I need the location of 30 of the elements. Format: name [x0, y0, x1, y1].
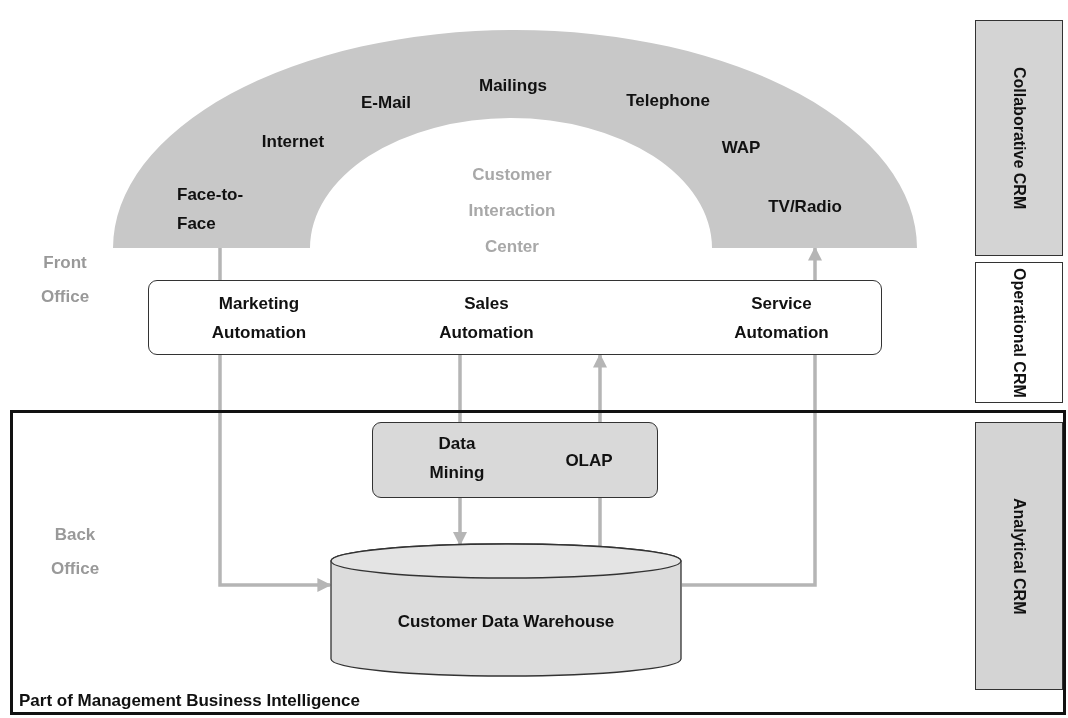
process-box — [148, 280, 882, 355]
layer-label: Analytical CRM — [1009, 497, 1029, 615]
center-label: Customer Interaction Center — [467, 164, 557, 258]
frame-box — [10, 410, 1066, 715]
frame-title: Part of Management Business Intelligence — [19, 690, 362, 712]
arrow — [218, 355, 332, 592]
arrow — [808, 246, 822, 280]
node-label: Service Automation — [733, 293, 830, 344]
database-cylinder — [330, 543, 682, 677]
arrow — [593, 353, 607, 422]
layer-label: Operational CRM — [1009, 267, 1029, 398]
node-label: Customer Data Warehouse — [396, 611, 616, 633]
layer-box — [975, 422, 1063, 690]
node-label: Data Mining — [428, 433, 486, 484]
layer-label: Collaborative CRM — [1009, 66, 1029, 210]
channel-label: TV/Radio — [767, 196, 843, 218]
layer-box — [975, 20, 1063, 256]
zone-label: Front Office — [39, 252, 91, 308]
node-label: Marketing Automation — [210, 293, 308, 344]
channel-label: Mailings — [478, 75, 548, 97]
zone-label: Back Office — [49, 524, 101, 580]
channel-label: Face-to-Face — [177, 184, 245, 235]
node-label: Sales Automation — [438, 293, 535, 344]
process-box — [372, 422, 658, 498]
layer-box — [975, 262, 1063, 403]
channel-label: WAP — [720, 137, 762, 159]
channel-label: Internet — [260, 131, 326, 153]
node-label: OLAP — [564, 450, 614, 472]
channel-label: E-Mail — [359, 92, 413, 114]
channel-label: Telephone — [625, 90, 711, 112]
